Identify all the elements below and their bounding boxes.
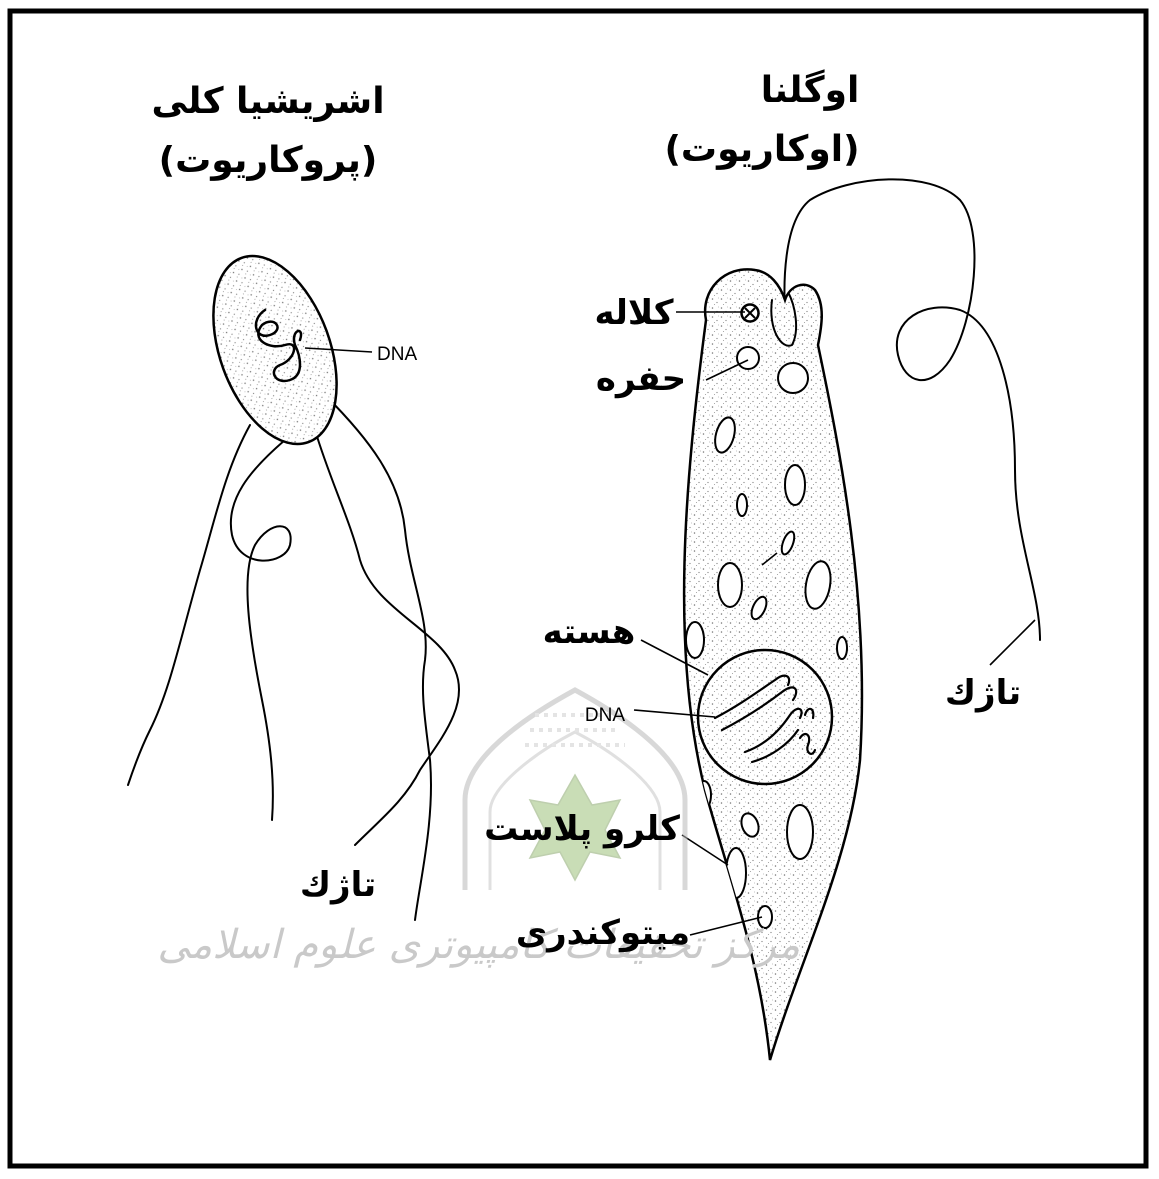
nucleus-label: هسته xyxy=(543,612,636,652)
figure-frame xyxy=(10,11,1146,1166)
chloroplast-label: کلرو پلاست xyxy=(484,809,680,849)
chloroplast xyxy=(737,494,747,516)
mitochondrion-label: میتوکندری xyxy=(516,913,690,953)
chloroplast xyxy=(837,637,847,659)
ecoli-flagella xyxy=(128,395,459,920)
euglena-subtitle: (اوکاریوت) xyxy=(664,129,859,170)
ecoli-flagellum-label: تاژك xyxy=(300,865,376,905)
watermark-text: مرکز تحقیقات کامپیوتری علوم اسلامی xyxy=(157,922,800,968)
vacuole xyxy=(737,347,759,369)
contractile-vacuole xyxy=(778,363,808,393)
ecoli-subtitle: (پروکاریوت) xyxy=(159,140,378,181)
ecoli-dna-label: DNA xyxy=(377,344,417,365)
vacuole-label: حفره xyxy=(596,359,686,399)
watermark-emblem xyxy=(465,690,685,890)
chloroplast xyxy=(718,563,742,607)
chloroplast xyxy=(785,465,805,505)
euglena-flagellum-label: تاژك xyxy=(945,673,1021,713)
eyespot xyxy=(742,305,759,322)
chloroplast xyxy=(686,622,704,658)
eyespot-label: کلاله xyxy=(595,293,674,333)
ecoli-title: اشریشیا کلی xyxy=(151,81,384,122)
euglena-title: اوگلنا xyxy=(761,69,860,111)
chloroplast xyxy=(787,805,813,859)
euglena-dna-label: DNA xyxy=(585,705,625,726)
